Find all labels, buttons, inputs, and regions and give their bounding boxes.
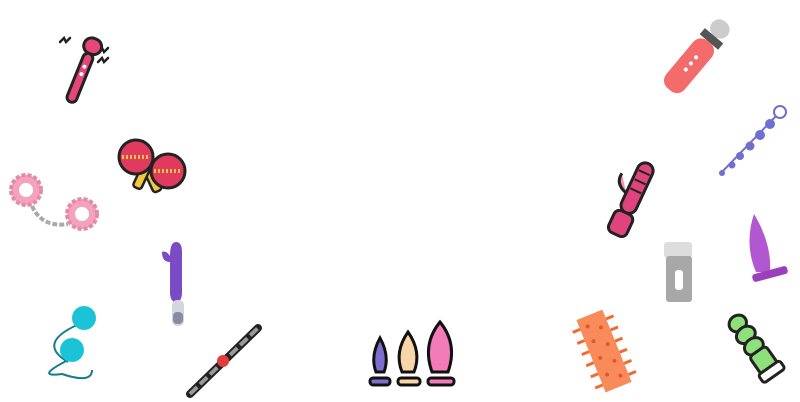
beaded-dildo-icon	[722, 308, 788, 388]
stroker-sleeve-icon	[660, 240, 696, 306]
maracas-icon	[116, 135, 192, 197]
anal-beads-icon	[712, 102, 792, 182]
wand-vibrator-icon	[52, 30, 114, 110]
rabbit-vibrator-pink-icon	[600, 156, 664, 242]
massage-wand-icon	[658, 18, 738, 94]
kegel-balls-icon	[32, 302, 104, 386]
fluffy-handcuffs-icon	[8, 170, 100, 236]
spreader-bar-icon	[184, 322, 264, 402]
butt-plug-purple-icon	[740, 212, 790, 288]
textured-sleeve-icon	[572, 308, 637, 394]
rabbit-vibrator-purple-icon	[160, 238, 196, 330]
butt-plug-set-icon	[364, 319, 464, 392]
